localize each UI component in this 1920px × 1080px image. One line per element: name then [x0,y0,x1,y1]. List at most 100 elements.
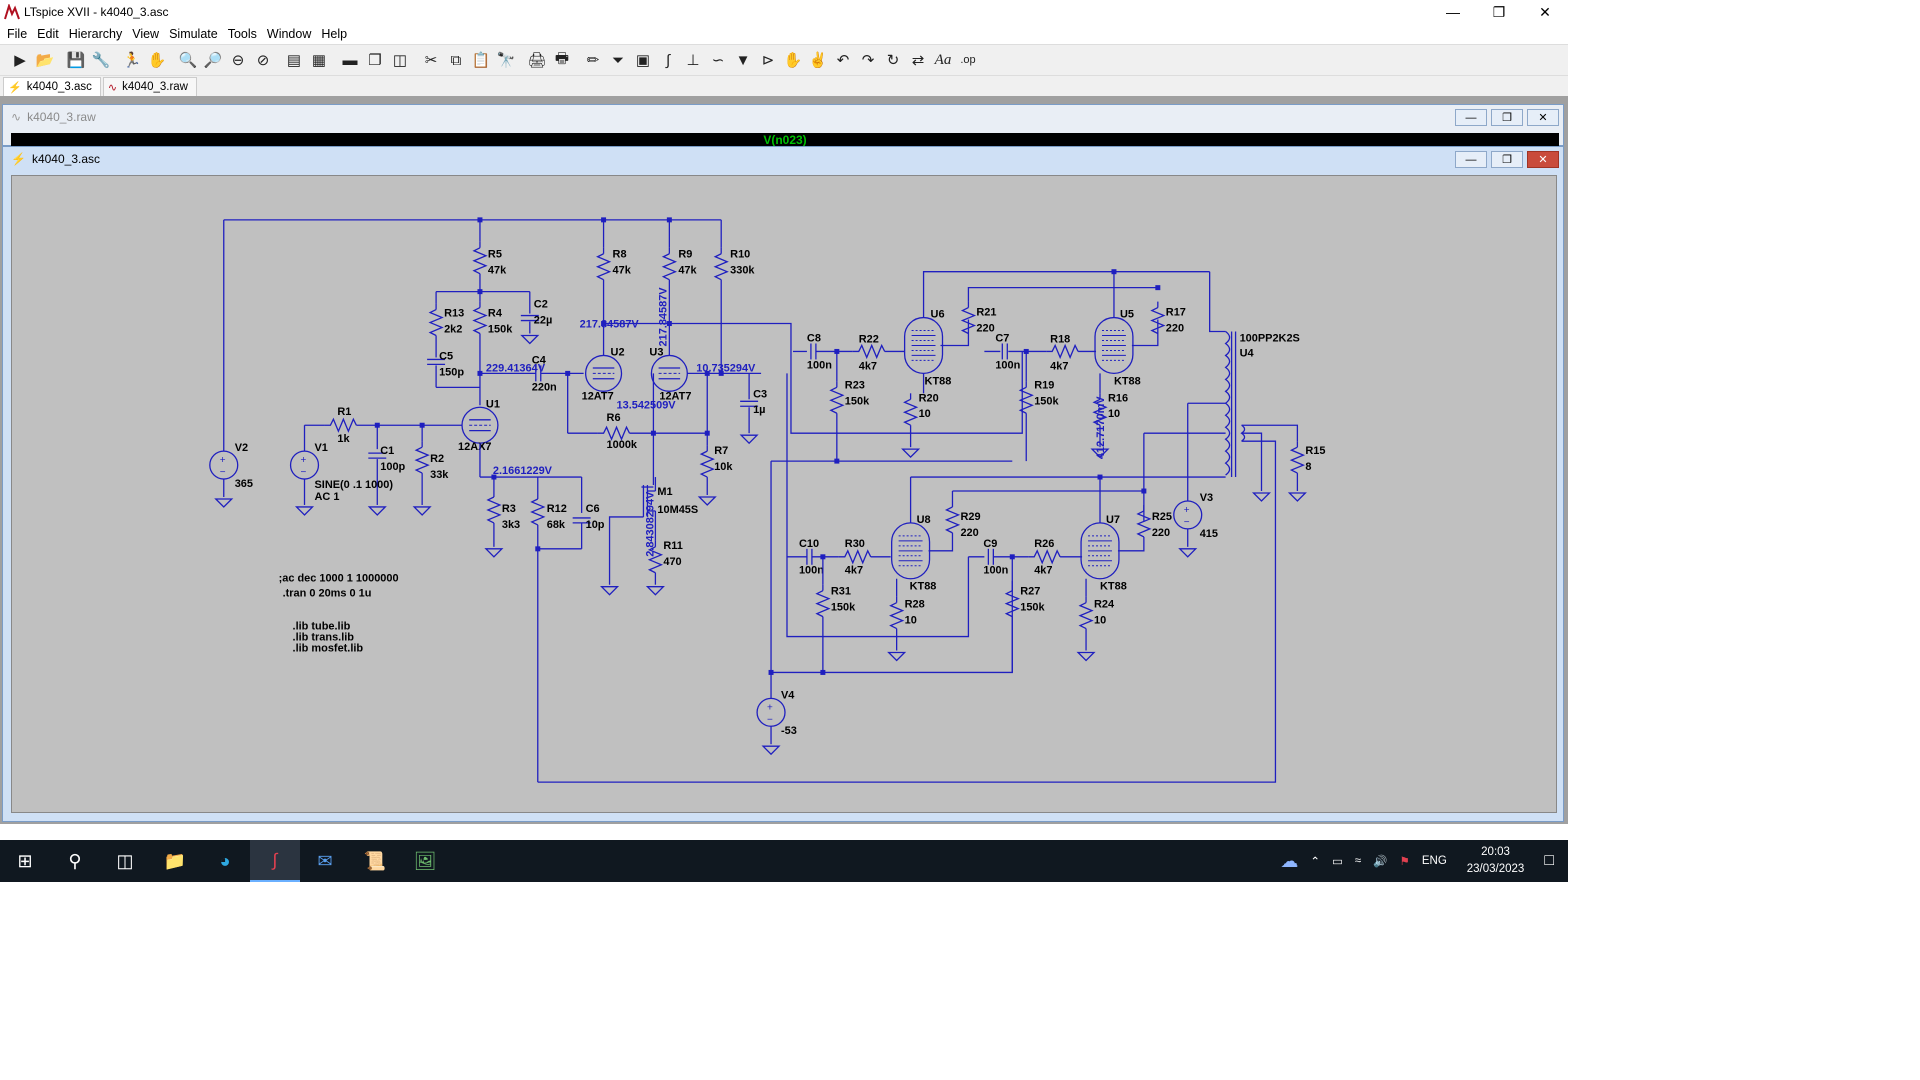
find-icon[interactable]: 🔭 [496,52,516,69]
value-u2: 12AT7 [582,390,614,402]
network-icon[interactable]: ≈ [1354,855,1362,867]
resistor-icon[interactable]: ∫ [665,51,671,69]
open-folder-icon[interactable]: 📂 [35,52,55,69]
value-c7: 100n [995,359,1020,371]
chevron-up-icon[interactable]: ⌃ [1310,856,1321,868]
value-r16: 10 [1108,408,1120,420]
clock[interactable]: 20:03 23/03/2023 [1466,846,1525,875]
raw-minimize-button[interactable]: — [1455,109,1487,126]
menu-edit[interactable]: Edit [37,27,59,41]
notifications-icon[interactable]: □ [1544,852,1554,869]
value-u6: KT88 [925,375,952,387]
menu-window[interactable]: Window [266,27,312,41]
minimize-button[interactable]: — [1446,4,1460,20]
inductor-icon[interactable]: ∽ [711,52,725,69]
menu-help[interactable]: Help [321,27,348,41]
document-app-icon[interactable]: 📜 [363,850,387,871]
undo-icon[interactable]: ↶ [836,52,850,69]
ref-r16: R16 [1108,392,1128,404]
volume-icon[interactable]: 🔊 [1373,856,1388,868]
schematic-minimize-button[interactable]: — [1455,151,1487,168]
schematic-canvas[interactable]: R547kR132k2R4150kC222µC5150pU112AX7R33k3… [11,175,1557,813]
battery-icon[interactable]: ▭ [1332,856,1343,868]
wire-pencil-icon[interactable]: ✏ [586,52,600,69]
schematic-restore-button[interactable]: ❐ [1491,151,1523,168]
menu-simulate[interactable]: Simulate [169,27,218,41]
diode-icon[interactable]: ▼ [735,51,751,69]
run-sim-icon[interactable]: 🏃 [122,52,142,69]
tile-horizontal-icon[interactable]: ▬ [342,51,358,69]
schematic-icon: ⚡ [8,81,22,94]
resistor-r5 [472,247,488,275]
mirror-icon[interactable]: ⇄ [911,52,925,69]
autorange-icon[interactable]: ▤ [286,52,302,69]
tab-schematic[interactable]: ⚡ k4040_3.asc [3,77,101,96]
value-r30: 4k7 [845,565,863,577]
save-icon[interactable]: 💾 [66,52,86,69]
text-icon[interactable]: Aa [934,51,952,68]
print-preview-icon[interactable]: 🖶 [554,49,570,67]
move-hand-icon[interactable]: ✋ [783,52,803,69]
wire [928,532,954,552]
search-icon[interactable]: ⚲ [68,850,82,871]
raw-restore-button[interactable]: ❐ [1491,109,1523,126]
value-v4: -53 [781,725,797,737]
menu-tools[interactable]: Tools [227,27,257,41]
value-m1: 10M45S [657,504,698,516]
pan-hand-icon[interactable]: ✋ [147,52,167,69]
cascade-icon[interactable]: ❐ [368,52,382,69]
file-explorer-icon[interactable]: 📁 [163,850,187,871]
control-panel-icon[interactable]: 🔧 [91,52,111,69]
start-windows-icon[interactable]: ⊞ [17,850,33,871]
ref-c9: C9 [983,538,997,550]
tab-waveform[interactable]: ∿ k4040_3.raw [102,77,197,96]
schematic-close-button[interactable]: ✕ [1527,151,1559,168]
drag-hand-icon[interactable]: ✌ [808,52,828,69]
resistor-r9 [661,253,678,281]
resistor-r2 [414,446,430,474]
spice-directive-icon[interactable]: .op [960,54,976,66]
edge-browser-icon[interactable]: ◕ [219,850,231,871]
rotate-icon[interactable]: ↻ [886,52,900,69]
security-icon[interactable]: ⚑ [1399,856,1410,868]
zoom-in-icon[interactable]: 🔍 [178,52,198,69]
ground-icon[interactable]: ⏷ [611,51,624,69]
mail-icon[interactable]: ✉ [317,850,333,871]
ref-c4: C4 [532,354,547,366]
raw-close-button[interactable]: ✕ [1527,109,1559,126]
menu-view[interactable]: View [132,27,160,41]
copy-icon[interactable]: ⧉ [450,51,462,69]
grid-icon[interactable]: ▦ [311,52,327,69]
restore-button[interactable]: ❐ [1492,3,1506,20]
paste-icon[interactable]: 📋 [471,52,491,69]
waveform-plot[interactable]: V(n023) [11,133,1559,147]
label-net-icon[interactable]: ▣ [635,52,651,69]
print-icon[interactable]: 🖨 [527,52,547,69]
ref-r25: R25 [1152,511,1172,523]
ref-r19: R19 [1034,379,1054,391]
resistor-r17 [1150,307,1166,335]
capacitor-icon[interactable]: ⊥ [686,52,700,69]
task-view-icon[interactable]: ◫ [116,850,134,871]
zoom-out-icon[interactable]: ⊖ [231,52,245,69]
tile-vertical-icon[interactable]: ◫ [392,52,408,69]
menu-file[interactable]: File [7,27,28,41]
weather-icon[interactable]: ☁ [1280,850,1299,871]
trace-label[interactable]: V(n023) [763,133,807,147]
run-icon[interactable]: ▶ [14,52,26,69]
language-indicator[interactable]: ENG [1421,855,1447,867]
ltspice-taskbar-icon[interactable]: ∫ [250,840,300,882]
component-icon[interactable]: ⊳ [761,52,775,69]
zoom-full-icon[interactable]: 🔎 [203,52,223,69]
cut-icon[interactable]: ✂ [424,52,438,69]
ground-symbol [1251,492,1272,502]
toolbar: ▶ 📂 💾 🔧 🏃 ✋ 🔍 🔎 ⊖ ⊘ ▤ ▦ ▬ ❐ ◫ ✂ ⧉ 📋 🔭 🖨 … [0,44,1568,76]
zoom-cancel-icon[interactable]: ⊘ [256,52,270,69]
close-button[interactable]: ✕ [1539,3,1551,20]
image-app-icon[interactable]: 🖼 [413,850,437,871]
menu-hierarchy[interactable]: Hierarchy [68,27,123,41]
raw-window[interactable]: ∿ k4040_3.raw — ❐ ✕ V(n023) [2,104,1564,147]
redo-icon[interactable]: ↷ [861,52,875,69]
resistor-r24 [1078,602,1094,630]
